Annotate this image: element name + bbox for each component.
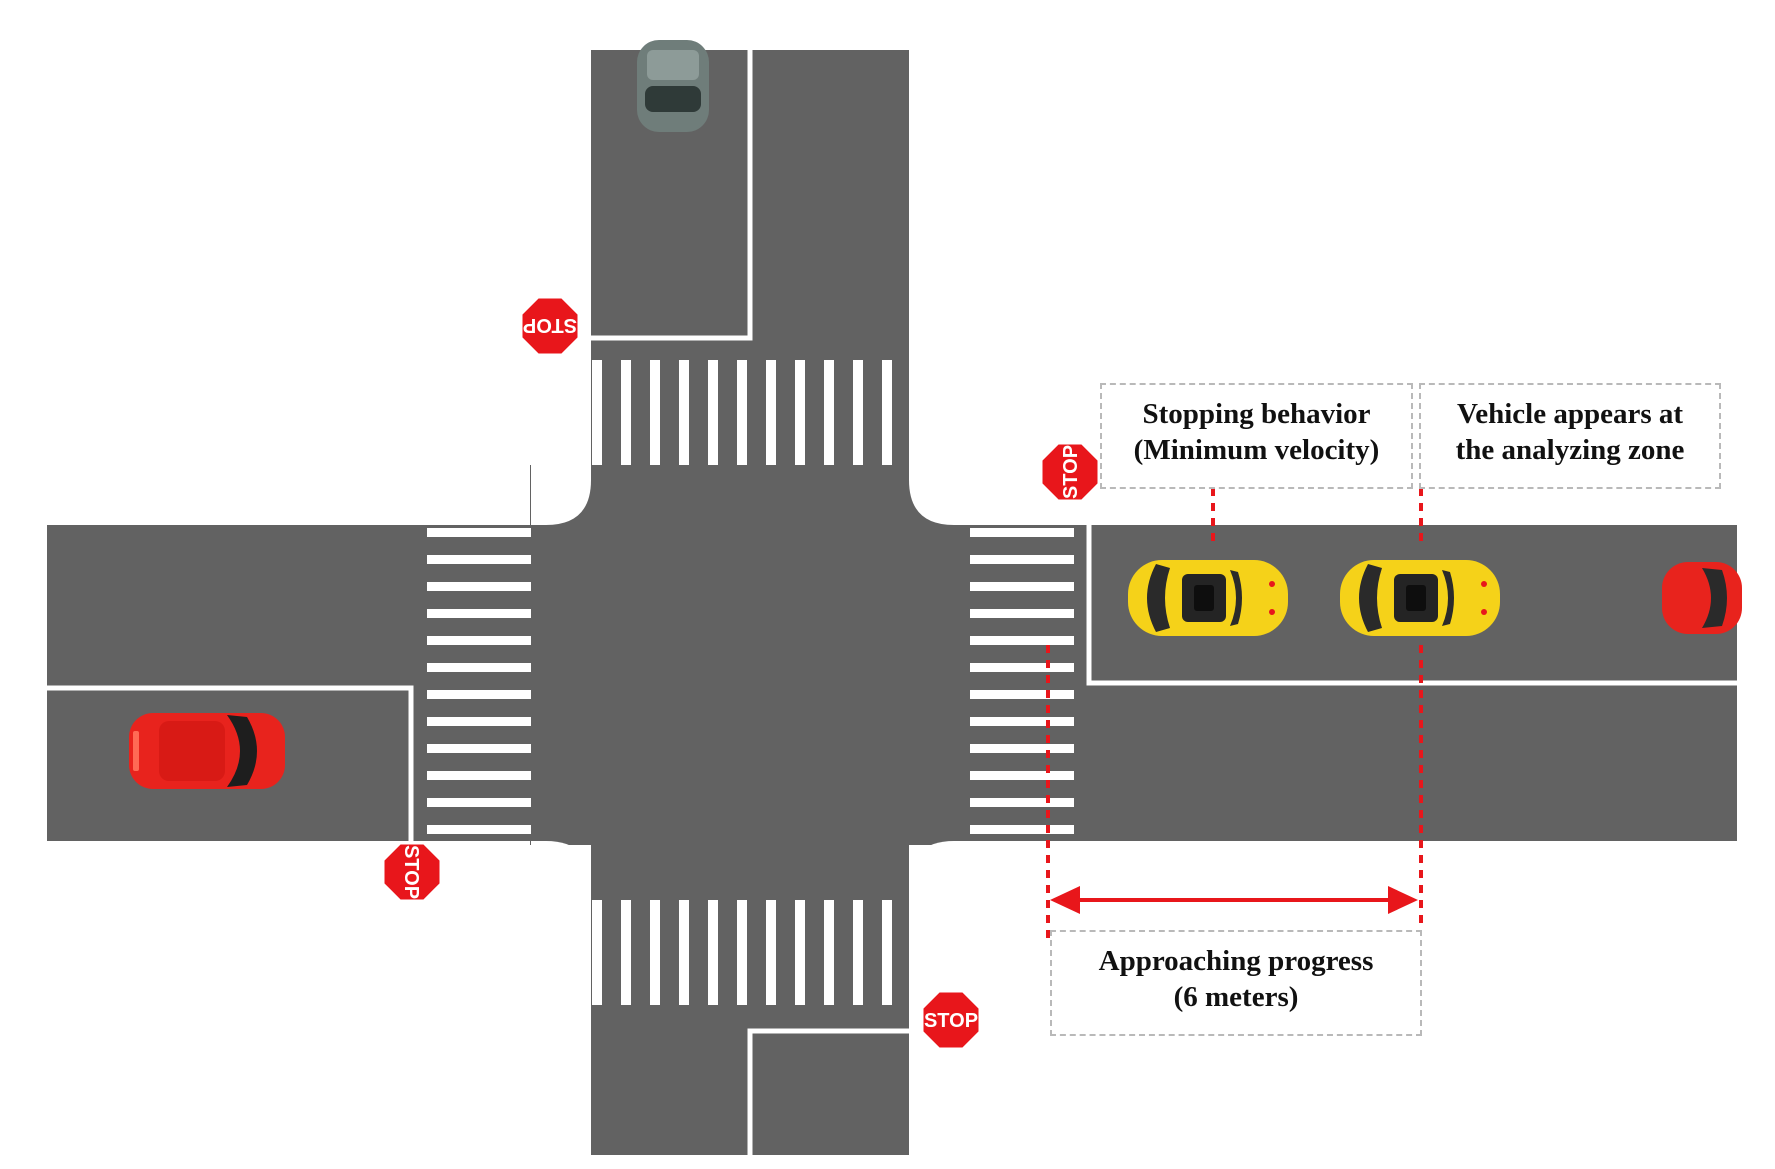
stopping-label-line1: Stopping behavior bbox=[1142, 398, 1371, 430]
stop-sign-west: STOP bbox=[381, 841, 443, 903]
appears-label-line1: Vehicle appears at bbox=[1456, 398, 1684, 430]
stopping-label-box bbox=[1100, 383, 1413, 489]
yellow-vehicle-appearing bbox=[1340, 560, 1500, 636]
lane-markings bbox=[47, 50, 1737, 1155]
yellow-vehicle-stopping bbox=[1128, 560, 1288, 636]
stop-sign-label: STOP bbox=[400, 845, 422, 899]
stop-sign-label: STOP bbox=[1060, 445, 1082, 499]
annotation-lines bbox=[1046, 488, 1423, 940]
red-vehicle-west bbox=[129, 713, 285, 789]
vehicle-appears-label: Vehicle appears at the analyzing zone bbox=[1419, 396, 1721, 468]
stop-sign-label: STOP bbox=[523, 314, 577, 336]
crosswalk-east bbox=[970, 528, 1074, 834]
stop-sign-north: STOP bbox=[519, 295, 581, 357]
appears-label-box bbox=[1419, 383, 1721, 489]
approach-distance-arrow bbox=[1050, 886, 1418, 914]
stopping-behavior-label: Stopping behavior (Minimum velocity) bbox=[1100, 396, 1413, 468]
appears-label-line2: the analyzing zone bbox=[1455, 434, 1685, 466]
crosswalk-north bbox=[592, 360, 892, 465]
approach-label-box bbox=[1050, 930, 1422, 1036]
stop-sign-south: STOP bbox=[920, 989, 982, 1051]
stop-sign-label: STOP bbox=[924, 1010, 978, 1032]
curb-corners bbox=[531, 465, 970, 900]
approaching-progress-label: Approaching progress (6 meters) bbox=[1050, 943, 1422, 1015]
crosswalk-south bbox=[592, 900, 892, 1005]
stopping-label-line2: (Minimum velocity) bbox=[1133, 434, 1380, 466]
intersection-box bbox=[530, 465, 970, 845]
approach-label-line1: Approaching progress bbox=[1098, 945, 1374, 977]
approach-label-line2: (6 meters) bbox=[1173, 981, 1299, 1013]
oncoming-vehicle bbox=[637, 40, 709, 132]
crosswalk-west bbox=[427, 528, 531, 834]
red-vehicle-east bbox=[1662, 562, 1742, 634]
stop-sign-east: STOP bbox=[1039, 441, 1101, 503]
